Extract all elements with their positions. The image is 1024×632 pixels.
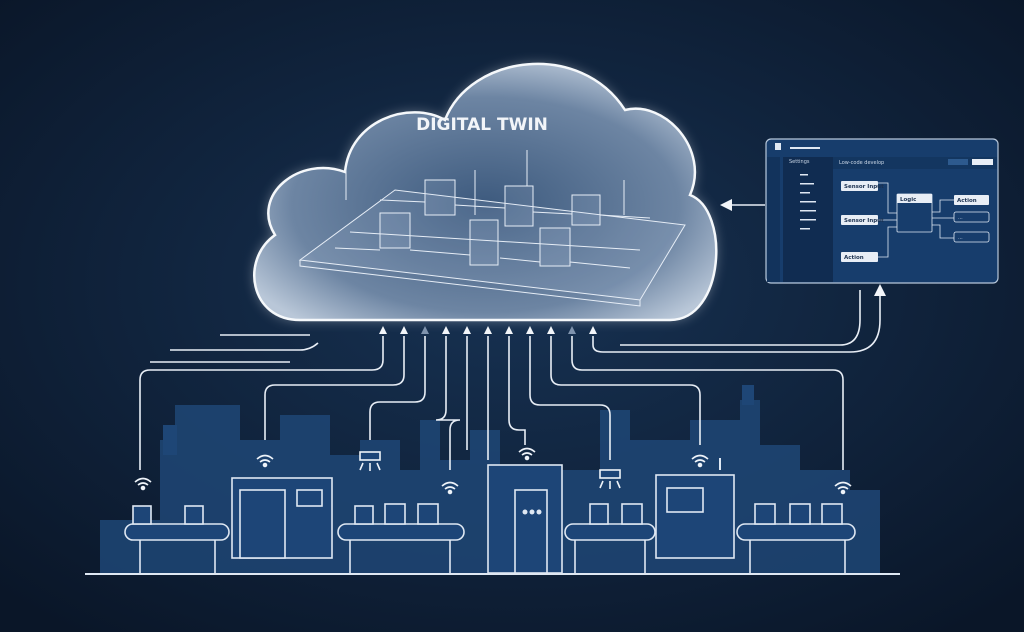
arrow-to-cloud — [720, 199, 732, 211]
arrow-to-panel — [874, 284, 886, 296]
twin-machine — [539, 227, 571, 267]
wifi-sensors — [134, 447, 852, 495]
node-logic[interactable] — [897, 194, 932, 203]
wifi-icon — [134, 477, 152, 491]
twin-machine — [379, 212, 411, 249]
conveyor-belt — [124, 523, 230, 541]
node-action[interactable] — [841, 252, 878, 262]
low-code-panel: Settings Low-code develop Sensor Input S… — [765, 138, 999, 284]
machine-left — [231, 477, 333, 559]
digital-factory-floor — [298, 150, 686, 307]
overhead-sensor-icon — [599, 469, 621, 489]
machine-right — [655, 458, 735, 559]
sidebar-title: Settings — [789, 159, 810, 165]
node-label: Sensor Input — [844, 184, 884, 190]
node-label: Action — [844, 255, 864, 261]
node-sensor-input[interactable] — [841, 215, 878, 225]
conveyor-belts — [124, 503, 856, 574]
sensor-connection-lines — [139, 199, 886, 470]
wifi-icon — [834, 481, 852, 495]
panel-button-primary[interactable] — [972, 159, 993, 165]
cloud-title: DIGITAL TWIN — [416, 115, 548, 135]
overhead-sensor-icon — [359, 451, 381, 471]
node-label: Action — [957, 198, 977, 204]
node-empty[interactable]: ... — [958, 235, 963, 241]
wifi-icon — [518, 447, 536, 461]
node-label: Sensor Input — [844, 218, 884, 224]
wifi-icon — [441, 481, 459, 495]
node-action[interactable] — [954, 195, 989, 205]
node-label: Logic — [900, 197, 916, 203]
node-sensor-input[interactable] — [841, 181, 878, 191]
conveyor-belt — [736, 523, 856, 541]
panel-button-secondary[interactable] — [948, 159, 968, 165]
twin-machine — [571, 194, 601, 226]
conveyor-belt — [337, 523, 465, 541]
data-flow-arrows — [379, 326, 597, 334]
node-empty[interactable]: ... — [958, 215, 963, 221]
twin-machine — [504, 185, 534, 227]
app-logo-icon — [775, 143, 781, 150]
twin-machine — [424, 179, 456, 216]
twin-machine — [469, 219, 499, 266]
panel-header-title: Low-code develop — [839, 160, 884, 166]
wifi-icon — [691, 454, 709, 468]
wifi-icon — [256, 454, 274, 468]
conveyor-belt — [564, 523, 656, 541]
sidebar-items — [800, 174, 816, 230]
machine-center — [487, 464, 563, 574]
cloud: DIGITAL TWIN — [253, 62, 718, 322]
